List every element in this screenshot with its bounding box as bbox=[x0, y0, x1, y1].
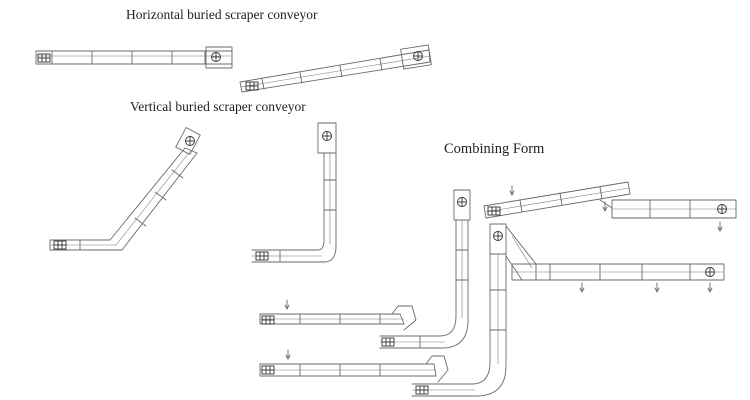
combining-right-conveyor bbox=[483, 181, 737, 293]
combining-upper-left-conveyor bbox=[259, 189, 471, 349]
head-sprocket-icon bbox=[322, 131, 332, 141]
tail-sprocket-icon bbox=[37, 53, 51, 63]
tail-sprocket-icon bbox=[261, 315, 275, 325]
tail-sprocket-icon bbox=[381, 337, 395, 347]
flow-arrow-icon bbox=[579, 282, 585, 293]
combining-form-caption: Combining Form bbox=[444, 141, 545, 157]
head-sprocket-icon bbox=[457, 197, 467, 207]
head-sprocket-icon bbox=[717, 204, 727, 214]
horizontal-straight-conveyor bbox=[35, 46, 233, 69]
combining-lower-conveyor bbox=[259, 223, 507, 397]
head-sprocket-icon bbox=[211, 52, 221, 62]
head-sprocket-icon bbox=[413, 51, 423, 61]
vertical-inclined-conveyor bbox=[49, 127, 201, 251]
flow-arrow-icon bbox=[707, 282, 713, 293]
flow-arrow-icon bbox=[717, 221, 723, 232]
vertical-l-conveyor bbox=[251, 122, 337, 263]
tail-sprocket-icon bbox=[255, 251, 269, 261]
horizontal-caption: Horizontal buried scraper conveyor bbox=[126, 7, 318, 22]
head-sprocket-icon bbox=[493, 231, 503, 241]
tail-sprocket-icon bbox=[487, 206, 501, 216]
flow-arrow-icon bbox=[285, 349, 291, 360]
tail-sprocket-icon bbox=[415, 385, 429, 395]
head-sprocket-icon bbox=[705, 267, 715, 277]
flow-arrow-icon bbox=[509, 185, 515, 196]
head-sprocket-icon bbox=[185, 136, 195, 146]
tail-sprocket-icon bbox=[245, 81, 259, 91]
tail-sprocket-icon bbox=[261, 365, 275, 375]
vertical-caption: Vertical buried scraper conveyor bbox=[130, 99, 306, 114]
horizontal-inclined-conveyor bbox=[239, 44, 432, 93]
flow-arrow-icon bbox=[654, 282, 660, 293]
tail-sprocket-icon bbox=[53, 240, 67, 250]
flow-arrow-icon bbox=[284, 299, 290, 310]
